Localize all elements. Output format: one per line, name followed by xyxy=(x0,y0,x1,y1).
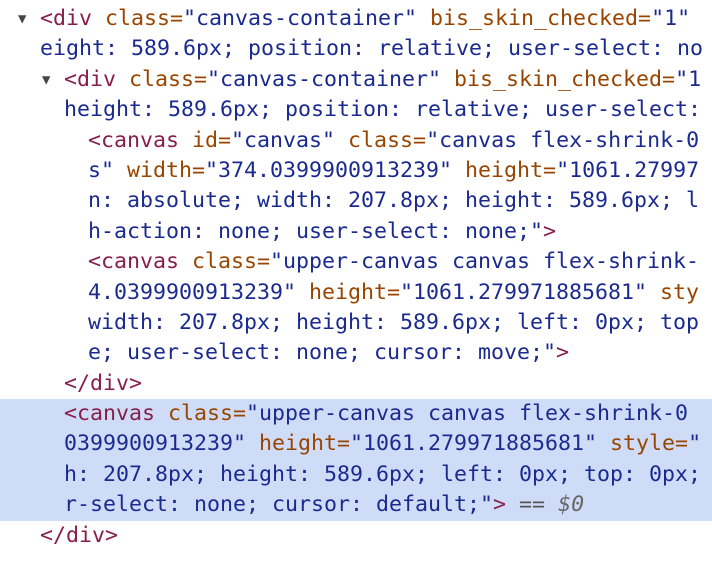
attribute-value: "1061.27997 xyxy=(556,157,700,183)
tag-token: <div xyxy=(64,66,130,92)
tag-token: > xyxy=(493,492,507,518)
attribute-value: h: 207.8px; height: 589.6px; left: 0px; … xyxy=(64,461,702,487)
attribute-name: height= xyxy=(309,279,401,305)
attribute-name: bis_skin_checked= xyxy=(454,66,676,92)
attribute-name: class= xyxy=(168,401,247,427)
dom-node-line[interactable]: n: absolute; width: 207.8px; height: 589… xyxy=(0,186,712,216)
attribute-value: "upper-canvas canvas flex-shrink- xyxy=(270,249,700,275)
tag-token: <canvas xyxy=(64,401,169,427)
attribute-name: class= xyxy=(129,66,208,92)
attribute-value: eight: 589.6px; position: relative; user… xyxy=(40,36,704,62)
attribute-name: width= xyxy=(127,157,206,183)
tag-token: <div xyxy=(40,6,106,31)
attribute-value: "canvas-container" xyxy=(183,6,431,31)
dom-node-line[interactable]: </div> xyxy=(0,369,712,399)
console-ref: $0 xyxy=(558,492,585,518)
attribute-value: r-select: none; cursor: default;" xyxy=(64,492,494,518)
dom-node-line[interactable]: <canvas id="canvas" class="canvas flex-s… xyxy=(0,126,712,156)
attribute-name: bis_skin_checked= xyxy=(430,6,652,31)
tag-token: > xyxy=(543,218,557,244)
attribute-value: "canvas flex-shrink-0 xyxy=(426,127,700,153)
dom-node-line-selected[interactable]: 0399900913239" height="1061.279971885681… xyxy=(0,429,712,460)
tag-token: > xyxy=(556,340,570,366)
dom-node-line[interactable]: e; user-select: none; cursor: move;"> xyxy=(0,338,712,368)
attribute-value: "1061.279971885681" xyxy=(350,431,611,457)
attribute-value: "1 xyxy=(675,66,702,92)
tag-token: <canvas xyxy=(88,127,193,153)
dom-node-line[interactable]: 4.0399900913239" height="1061.2799718856… xyxy=(0,278,712,308)
dom-node-line[interactable]: eight: 589.6px; position: relative; user… xyxy=(0,34,712,64)
attribute-value: "upper-canvas canvas flex-shrink-0 xyxy=(246,401,689,427)
attribute-name: class= xyxy=(105,6,184,31)
attribute-value: s" xyxy=(88,157,128,183)
attribute-value: "374.0399900913239" xyxy=(205,157,466,183)
attribute-value: height: 589.6px; position: relative; use… xyxy=(64,97,702,123)
attribute-name: id= xyxy=(192,127,232,153)
tag-token: </div> xyxy=(40,522,119,548)
elements-tree: ▼<div class="canvas-container" bis_skin_… xyxy=(0,4,712,551)
expand-triangle-icon[interactable]: ▼ xyxy=(42,71,51,88)
attribute-name: style= xyxy=(610,431,689,457)
attribute-value: h-action: none; user-select: none;" xyxy=(88,218,544,244)
tag-token: </div> xyxy=(64,370,143,396)
attribute-value: 0399900913239" xyxy=(64,431,260,457)
attribute-name: height= xyxy=(465,157,557,183)
dom-node-line[interactable]: h-action: none; user-select: none;"> xyxy=(0,217,712,247)
attribute-name: class= xyxy=(192,249,271,275)
attribute-value: width: 207.8px; height: 589.6px; left: 0… xyxy=(88,309,700,335)
attribute-name: class= xyxy=(348,127,427,153)
attribute-value: "1" xyxy=(651,6,691,31)
attribute-value: n: absolute; width: 207.8px; height: 589… xyxy=(88,188,700,214)
console-ref-separator: == xyxy=(506,492,559,518)
dom-node-line[interactable]: ▼ <div class="canvas-container" bis_skin_… xyxy=(0,65,712,95)
attribute-value: e; user-select: none; cursor: move;" xyxy=(88,340,557,366)
dom-node-line[interactable]: height: 589.6px; position: relative; use… xyxy=(0,95,712,125)
attribute-value: " xyxy=(688,431,702,457)
tag-token: <canvas xyxy=(88,249,193,275)
dom-node-line[interactable]: <canvas class="upper-canvas canvas flex-… xyxy=(0,247,712,277)
dom-node-line[interactable]: s" width="374.0399900913239" height="106… xyxy=(0,156,712,186)
attribute-value: "1061.279971885681" xyxy=(400,279,661,305)
dom-node-line[interactable]: ▼ <div class="canvas-container" bis_skin_… xyxy=(0,4,712,34)
dom-node-line-selected[interactable]: r-select: none; cursor: default;"> == $0 xyxy=(0,490,712,521)
attribute-name: height= xyxy=(259,431,351,457)
dom-node-line[interactable]: </div> xyxy=(0,521,712,551)
dom-node-line-selected[interactable]: <canvas class="upper-canvas canvas flex-… xyxy=(0,399,712,430)
attribute-name: sty xyxy=(660,279,700,305)
expand-triangle-icon[interactable]: ▼ xyxy=(18,11,27,27)
dom-node-line[interactable]: width: 207.8px; height: 589.6px; left: 0… xyxy=(0,308,712,338)
attribute-value: "canvas-container" xyxy=(207,66,455,92)
attribute-value: "canvas" xyxy=(231,127,349,153)
dom-node-line-selected[interactable]: h: 207.8px; height: 589.6px; left: 0px; … xyxy=(0,459,712,491)
attribute-value: 4.0399900913239" xyxy=(88,279,310,305)
